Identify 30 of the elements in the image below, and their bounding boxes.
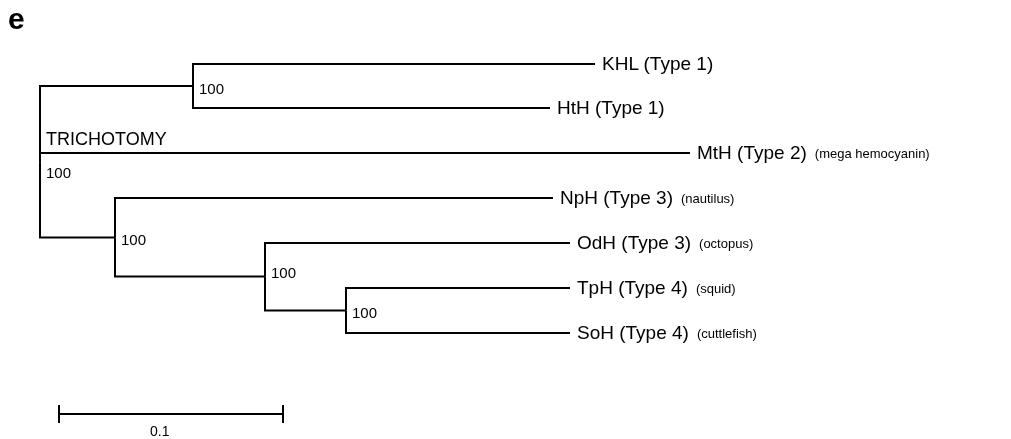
- species-note: (octopus): [699, 235, 754, 251]
- tree-branch: [114, 197, 554, 239]
- taxon-label: SoH (Type 4): [577, 322, 689, 344]
- tree-branch: [264, 275, 347, 312]
- taxon-label: TpH (Type 4): [577, 277, 688, 299]
- tree-branch: [192, 85, 551, 109]
- bootstrap-value: 100: [199, 80, 225, 97]
- species-note: (mega hemocyanin): [814, 145, 930, 161]
- scale-value: 0.1: [150, 423, 170, 439]
- bootstrap-value: 100: [352, 304, 378, 321]
- species-note: (nautilus): [681, 190, 735, 206]
- taxon-label: HtH (Type 1): [557, 97, 665, 119]
- tree-branch: [192, 63, 596, 87]
- tree-branch: [114, 236, 266, 278]
- tree-branch: [345, 309, 571, 334]
- species-note: (squid): [695, 280, 736, 296]
- bootstrap-value: 100: [271, 264, 297, 281]
- taxon-label: KHL (Type 1): [602, 53, 714, 75]
- taxon-label: NpH (Type 3): [560, 187, 673, 209]
- tree-branch: [264, 242, 571, 278]
- taxon-label: OdH (Type 3): [577, 232, 692, 254]
- tree-branch: [345, 287, 571, 312]
- node-annotation: TRICHOTOMY: [46, 131, 167, 148]
- panel-letter: e: [8, 2, 25, 36]
- bootstrap-value: 100: [121, 231, 147, 248]
- taxon-label: MtH (Type 2): [697, 142, 807, 164]
- species-note: (cuttlefish): [696, 325, 757, 341]
- bootstrap-value: 100: [46, 164, 72, 181]
- tree-branch: [39, 161, 116, 239]
- tree-branch: [39, 152, 691, 164]
